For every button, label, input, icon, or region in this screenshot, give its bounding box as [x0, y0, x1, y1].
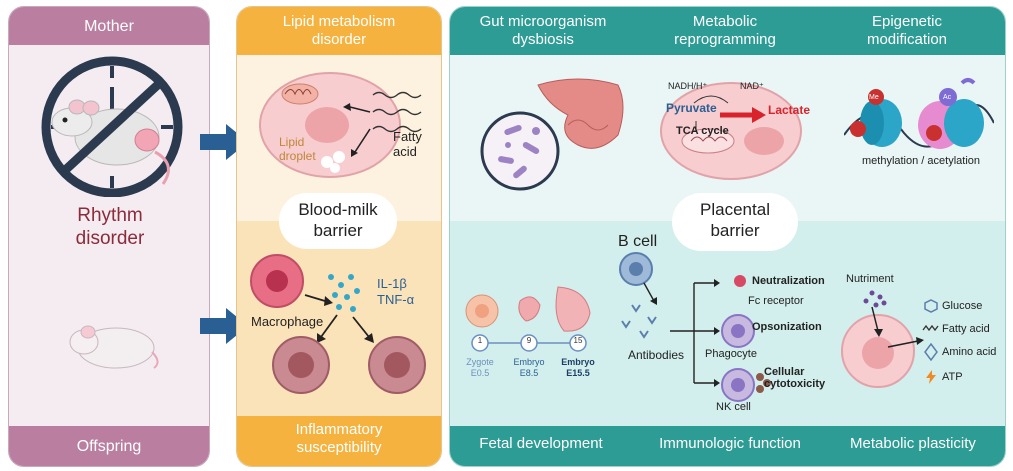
- macrophage-illustration: [250, 254, 426, 394]
- inflammatory-footer-bar: [237, 416, 441, 466]
- placental-barrier-bubble: [672, 193, 798, 251]
- mother-header-bar: [9, 7, 209, 45]
- rhythm-disorder-bubble: [41, 197, 179, 257]
- atp-label: ATP: [942, 371, 963, 383]
- gut-microbiome-illustration: [480, 78, 624, 191]
- glucose-icon: [924, 299, 938, 313]
- inflammatory-footer: Inflammatory susceptibility: [295, 421, 383, 456]
- lactate-label: Lactate: [768, 103, 811, 117]
- blood-milk-title: Blood-milk barrier: [298, 200, 378, 240]
- offspring-mouse-illustration: [69, 325, 159, 369]
- ac-label: Ac: [943, 94, 952, 101]
- b-cell-label: B cell: [618, 233, 658, 250]
- cytotoxicity-label: Cellular cytotoxicity: [764, 366, 826, 390]
- mother-panel: Mother Rhythm disorder Offspring: [8, 6, 210, 467]
- lipid-header: Lipid metabolism disorder: [282, 13, 396, 48]
- stage-3-num: 15: [573, 336, 583, 345]
- stage-3-name: Embryo: [561, 357, 595, 367]
- stage-2-num: 9: [526, 336, 532, 345]
- epigenetic-header: Epigenetic modification: [866, 13, 948, 48]
- tca-label: TCA cycle: [676, 125, 729, 137]
- stage-2-day: E8.5: [519, 368, 539, 378]
- phagocyte-label: Phagocyte: [705, 348, 757, 360]
- methylation-label: methylation / acetylation: [861, 155, 980, 167]
- stage-1-num: 1: [477, 336, 483, 345]
- lipid-header-bar: [237, 7, 441, 55]
- immunology-illustration: [619, 252, 771, 402]
- plasticity-footer: Metabolic plasticity: [850, 435, 976, 452]
- atp-icon: [926, 370, 936, 384]
- cytokines-label: IL-1β TNF-α: [377, 276, 415, 307]
- nk-cell-label: NK cell: [716, 401, 751, 413]
- fatty-acid-nutrient-label: Fatty acid: [942, 323, 990, 335]
- lipid-cell-illustration: [259, 72, 422, 178]
- nutrient-uptake-illustration: [841, 290, 924, 388]
- amino-acid-label: Amino acid: [942, 346, 997, 358]
- stage-3-day: E15.5: [566, 368, 590, 378]
- gut-header: Gut microorganism dysbiosis: [479, 13, 607, 48]
- offspring-footer: Offspring: [76, 438, 142, 455]
- nad-label: NAD⁺: [740, 81, 764, 91]
- placental-barrier-title: Placental barrier: [700, 200, 770, 240]
- mother-header: Mother: [84, 18, 134, 35]
- me-label-1: Me: [869, 94, 879, 101]
- fatty-acid-icon: [922, 324, 939, 332]
- immuno-footer: Immunologic function: [659, 435, 801, 452]
- amino-acid-icon: [924, 343, 938, 361]
- metabolic-cell-illustration: [660, 82, 802, 180]
- fatty-acid-label: Fatty acid: [393, 129, 422, 159]
- stage-2-name: Embryo: [513, 357, 545, 367]
- fc-receptor-label: Fc receptor: [748, 295, 804, 307]
- placenta-header-bar: [450, 7, 1005, 55]
- fetal-footer: Fetal development: [479, 435, 603, 452]
- antibodies-label: Antibodies: [628, 348, 685, 362]
- neutralization-label: Neutralization: [752, 275, 825, 287]
- stage-1-name: Zygote: [466, 357, 494, 367]
- pyruvate-label: Pyruvate: [666, 101, 717, 115]
- opsonization-label: Opsonization: [752, 321, 822, 333]
- epigenetic-nucleosome-illustration: [844, 78, 994, 149]
- metabolic-header: Metabolic reprogramming: [674, 13, 776, 48]
- nutriment-label: Nutriment: [846, 273, 894, 285]
- mother-mouse-clock-illustration: [41, 56, 183, 198]
- nadh-label: NADH/H⁺: [668, 81, 708, 91]
- blood-milk-bubble: [279, 193, 397, 249]
- lipid-panel: Lipid metabolism disorder Lipid droplet …: [236, 6, 442, 467]
- stage-1-day: E0.5: [470, 368, 490, 378]
- rhythm-disorder-title: Rhythm disorder: [75, 205, 145, 249]
- macrophage-label: Macrophage: [251, 314, 324, 329]
- offspring-footer-bar: [9, 426, 209, 466]
- lipid-droplet-label: Lipid droplet: [279, 135, 316, 163]
- fetal-development-illustration: [465, 286, 591, 352]
- placenta-footer-bar: [450, 426, 1005, 466]
- placenta-panel: Gut microorganism dysbiosis Metabolic re…: [449, 6, 1006, 467]
- glucose-label: Glucose: [942, 300, 983, 312]
